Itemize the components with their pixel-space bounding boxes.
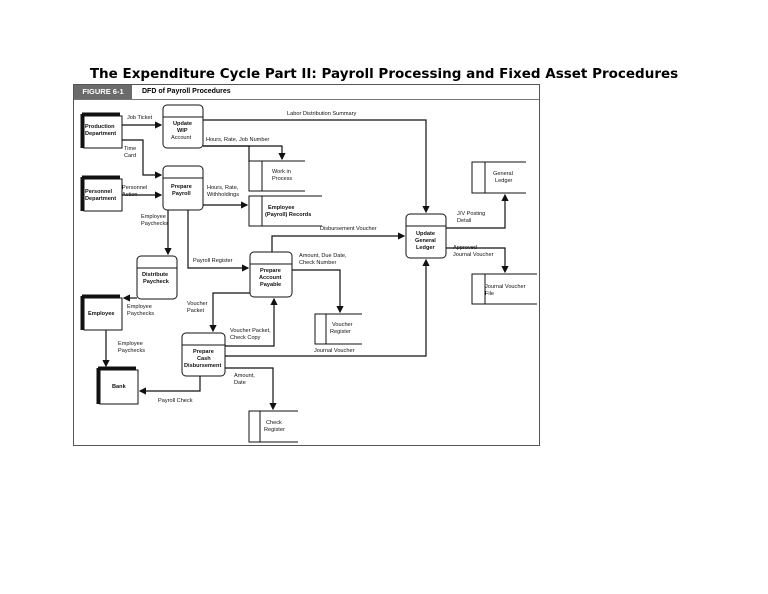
svg-text:Detail: Detail [457,218,471,224]
store-work-in-process: Work in Process [248,160,305,192]
flow-jv-posting: J/V Posting [457,211,485,217]
svg-text:Prepare: Prepare [260,268,281,274]
flow-voucher-packet: Voucher [187,301,208,307]
svg-text:Packet: Packet [187,308,205,314]
label: Bank [112,384,127,390]
svg-text:Register: Register [330,329,351,335]
flow-hours-withholdings: Hours, Rate, [207,185,239,191]
flow-amount-date: Amount, [234,373,255,379]
process-prepare-cash-disbursement: Prepare Cash Disbursement [181,332,226,377]
flow-employee-paychecks: Employee [141,214,166,220]
process-distribute-paycheck: Distribute Paycheck [136,255,178,300]
svg-text:Payable: Payable [260,282,281,288]
svg-text:Work in: Work in [272,169,291,175]
svg-text:Withholdings: Withholdings [207,192,239,198]
svg-text:Date: Date [234,380,246,386]
svg-text:Account: Account [171,135,192,141]
svg-text:Register: Register [264,427,285,433]
flow-employee-paychecks-2: Employee [127,304,152,310]
svg-text:Prepare: Prepare [193,349,214,355]
store-check-register: Check Register [248,410,298,443]
flow-labels: Job Ticket Time Card Labor Distribution … [118,111,494,404]
svg-text:Disbursement: Disbursement [184,363,221,369]
svg-text:Cash: Cash [197,356,211,362]
svg-text:Prepare: Prepare [171,184,192,190]
label: Personnel [85,189,112,195]
svg-text:Paychecks: Paychecks [141,221,168,227]
entity-employee: Employee [80,294,123,331]
flow-journal-voucher: Journal Voucher [314,348,355,354]
svg-text:General: General [415,238,436,244]
svg-text:WIP: WIP [177,128,188,134]
store-employee-payroll-records: Employee (Payroll) Records [248,195,322,227]
flow-time-card: Time [124,146,136,152]
process-update-general-ledger: Update General Ledger [405,213,447,259]
entity-bank: Bank [96,366,139,405]
store-general-ledger: General Ledger [471,161,526,194]
flow-labor-summary: Labor Distribution Summary [287,111,357,117]
svg-text:(Payroll) Records: (Payroll) Records [265,212,311,218]
svg-text:Voucher: Voucher [332,322,353,328]
svg-text:Distribute: Distribute [142,272,168,278]
svg-text:General: General [493,171,513,177]
store-journal-voucher-file: Journal Voucher File [471,273,537,305]
svg-text:Update: Update [173,121,192,127]
flow-hours-job: Hours, Rate, Job Number [206,137,270,143]
label: Department [85,196,116,202]
store-voucher-register: Voucher Register [314,313,362,345]
svg-text:File: File [485,291,494,297]
process-update-wip: Update WIP Account [162,104,204,149]
svg-text:Employee: Employee [268,205,294,211]
svg-text:Update: Update [416,231,435,237]
figure-tag: FIGURE 6-1 [74,85,132,99]
flow-job-ticket: Job Ticket [127,115,153,121]
svg-text:Check Copy: Check Copy [230,335,261,341]
page-title: The Expenditure Cycle Part II: Payroll P… [89,66,679,82]
svg-text:Paychecks: Paychecks [118,348,145,354]
svg-text:Account: Account [259,275,282,281]
svg-text:Paychecks: Paychecks [127,311,154,317]
flow-lines [102,119,509,411]
svg-text:Card: Card [124,153,136,159]
flow-payroll-check: Payroll Check [158,398,193,404]
entity-personnel-department: Personnel Department [80,175,123,212]
figure-header-rule [74,99,539,100]
svg-text:Journal Voucher: Journal Voucher [453,252,494,258]
flow-voucher-packet-check-copy: Voucher Packet, [230,328,271,334]
flow-employee-paychecks-3: Employee [118,341,143,347]
svg-text:Process: Process [272,176,292,182]
svg-text:Action: Action [122,192,138,198]
flow-disbursement-voucher: Disbursement Voucher [320,226,377,232]
entity-production-department: Production Department [80,112,123,149]
svg-text:Payroll: Payroll [172,191,191,197]
flow-approved-jv: Approved [453,245,477,251]
process-prepare-payroll: Prepare Payroll [162,165,204,211]
svg-text:Ledger: Ledger [495,178,513,184]
flow-personnel-action: Personnel [122,185,147,191]
process-prepare-account-payable: Prepare Account Payable [249,251,293,298]
svg-text:Check Number: Check Number [299,260,336,266]
svg-text:Check: Check [266,420,282,426]
label: Production [85,124,115,130]
figure-caption: DFD of Payroll Procedures [142,88,231,95]
label: Department [85,131,116,137]
svg-text:Journal Voucher: Journal Voucher [485,284,526,290]
flow-payroll-register: Payroll Register [193,258,233,264]
flow-amount-due: Amount, Due Date, [299,253,347,259]
svg-text:Ledger: Ledger [416,245,435,251]
svg-text:Paycheck: Paycheck [143,279,170,285]
label: Employee [88,311,114,317]
